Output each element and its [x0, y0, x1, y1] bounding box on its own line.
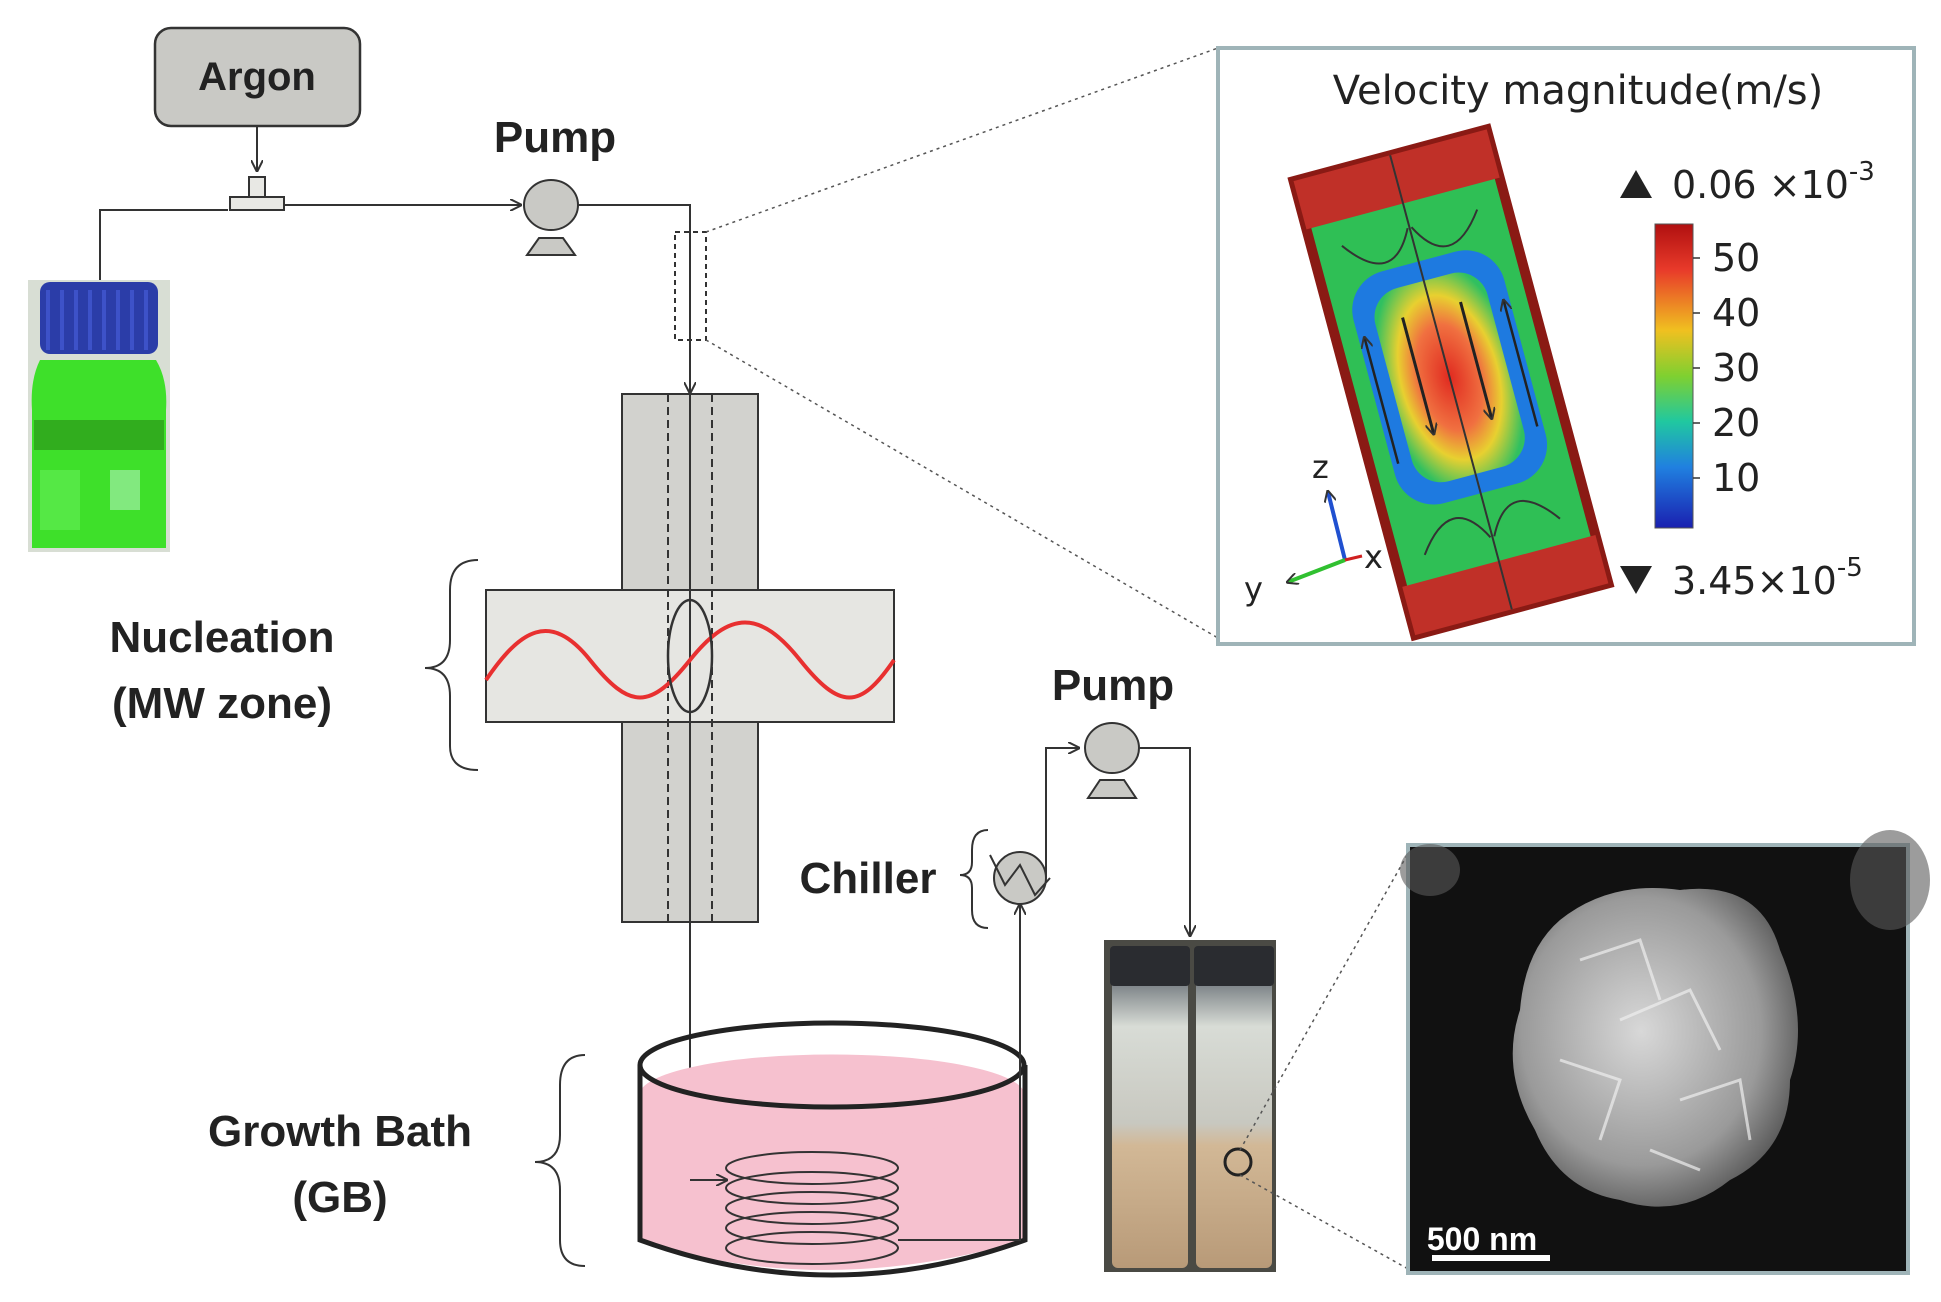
velocity-title: Velocity magnitude(m/s) [1333, 68, 1824, 114]
product-vials-photo [1104, 940, 1276, 1272]
min-exponent: -5 [1837, 553, 1863, 583]
colorbar-tick-label: 10 [1712, 456, 1760, 500]
nucleation-label-line1: Nucleation [110, 613, 335, 662]
nucleation-label-line2: (MW zone) [112, 679, 332, 728]
growth-bath [637, 905, 1028, 1278]
mw-reactor [484, 393, 896, 1180]
colorbar [1654, 223, 1694, 529]
precursor-bottle-photo [28, 280, 170, 552]
growth-bath-label-line2: (GB) [292, 1173, 387, 1222]
top-pump: Pump [494, 113, 707, 392]
max-exponent: -3 [1849, 157, 1875, 187]
inlet-tubing [99, 205, 520, 280]
colorbar-tick-label: 30 [1712, 346, 1760, 390]
bottom-pump-label: Pump [1052, 661, 1174, 710]
axes-triad: z x y [1244, 448, 1383, 608]
velocity-inset: Velocity magnitude(m/s) 0.06 ×10-3 3.45×… [1216, 46, 1916, 646]
chiller-label: Chiller [800, 854, 937, 903]
nucleation-annotation: Nucleation (MW zone) [110, 559, 479, 771]
sem-particle [1512, 888, 1798, 1207]
colorbar-ticks: 50 40 30 20 10 [1693, 236, 1760, 500]
sem-inset: 500 nm [1400, 830, 1930, 1275]
axis-x-label: x [1364, 538, 1383, 576]
chiller: Chiller [800, 748, 1078, 929]
microwave-wave [484, 620, 896, 700]
bottom-pump: Pump [1052, 661, 1190, 935]
min-label: 3.45×10-5 [1672, 553, 1863, 603]
velocity-field-plot [1287, 123, 1615, 642]
axis-y-label: y [1244, 570, 1263, 608]
zoom-region-marker [674, 231, 707, 341]
colorbar-tick-label: 50 [1712, 236, 1760, 280]
argon-supply: Argon [153, 26, 362, 211]
scale-bar-label: 500 nm [1427, 1221, 1537, 1257]
growth-bath-annotation: Growth Bath (GB) [208, 1054, 586, 1267]
max-label: 0.06 ×10-3 [1672, 157, 1875, 207]
argon-label: Argon [198, 55, 316, 99]
colorbar-tick-label: 40 [1712, 291, 1760, 335]
top-pump-label: Pump [494, 113, 616, 162]
axis-z-label: z [1312, 448, 1329, 486]
max-marker [1620, 170, 1652, 198]
colorbar-tick-label: 20 [1712, 401, 1760, 445]
growth-bath-label-line1: Growth Bath [208, 1107, 472, 1156]
min-marker [1620, 566, 1652, 594]
coil [725, 1151, 899, 1265]
